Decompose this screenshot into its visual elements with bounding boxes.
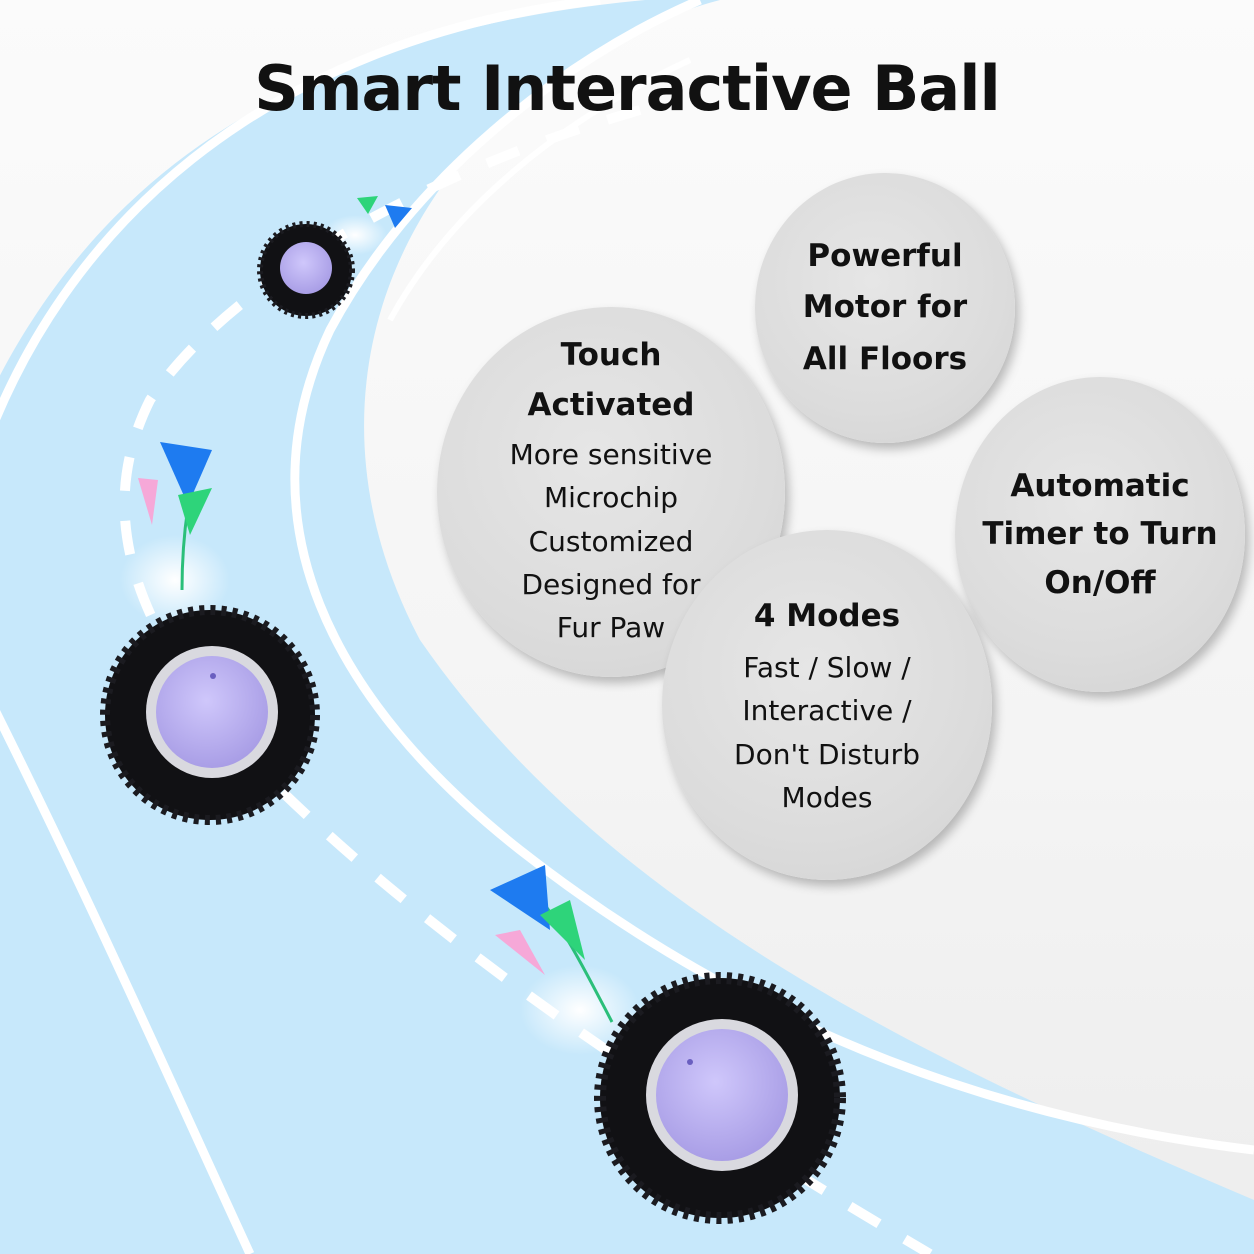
feather-green [540,900,585,960]
feature-body-line: More sensitive [509,437,713,471]
feature-body-line: Designed for [521,568,701,602]
ball [156,656,268,768]
feature-body-line: Fur Paw [556,611,666,645]
toy-ball-small [257,196,412,319]
feather-green [178,488,212,535]
feather-fluff [120,535,230,625]
ball-dot [687,1059,693,1065]
feature-bubble-motor: Powerful Motor for All Floors [755,173,1015,443]
feature-heading-line: Activated [527,386,695,423]
road-edge-line-left [0,709,255,1254]
feather-fluff [520,965,640,1055]
feature-heading-line: Touch [560,337,662,374]
feature-body-line: Customized [528,524,694,558]
road-edge-line-outer [0,0,601,421]
page-title: Smart Interactive Ball [254,52,1001,125]
feather-blue [160,442,212,505]
toy-ball-large [490,865,846,1224]
feature-bubble-modes: 4 Modes Fast / Slow / Interactive / Don'… [662,530,992,880]
toy-ball-medium [100,442,320,825]
feather-green [357,196,378,214]
ball-dot [210,673,216,679]
road-edge-line-inner [290,0,1254,1155]
feather-blue [385,205,412,228]
ball [656,1029,788,1161]
feature-heading-line: 4 Modes [753,597,901,634]
feature-heading-line: Automatic [1010,468,1190,505]
feature-heading-line: All Floors [802,340,968,377]
feature-body-line: Don't Disturb [734,737,920,771]
feature-body-line: Microchip [543,481,679,515]
feature-body-line: Fast / Slow / [743,650,911,684]
feather-pink [138,478,158,525]
road-edge-line-inner-2 [387,57,692,322]
feature-body-line: Interactive / [742,694,912,728]
feather-blue [490,865,550,930]
feature-heading-line: On/Off [1044,564,1156,601]
feature-body-line: Modes [781,780,873,814]
feature-heading-line: Timer to Turn [982,516,1218,553]
feature-heading-line: Motor for [802,289,968,326]
feature-bubble-timer: Automatic Timer to Turn On/Off [955,377,1245,692]
feather-pink [495,930,545,975]
ball [280,242,332,294]
feature-heading-line: Powerful [807,238,963,275]
